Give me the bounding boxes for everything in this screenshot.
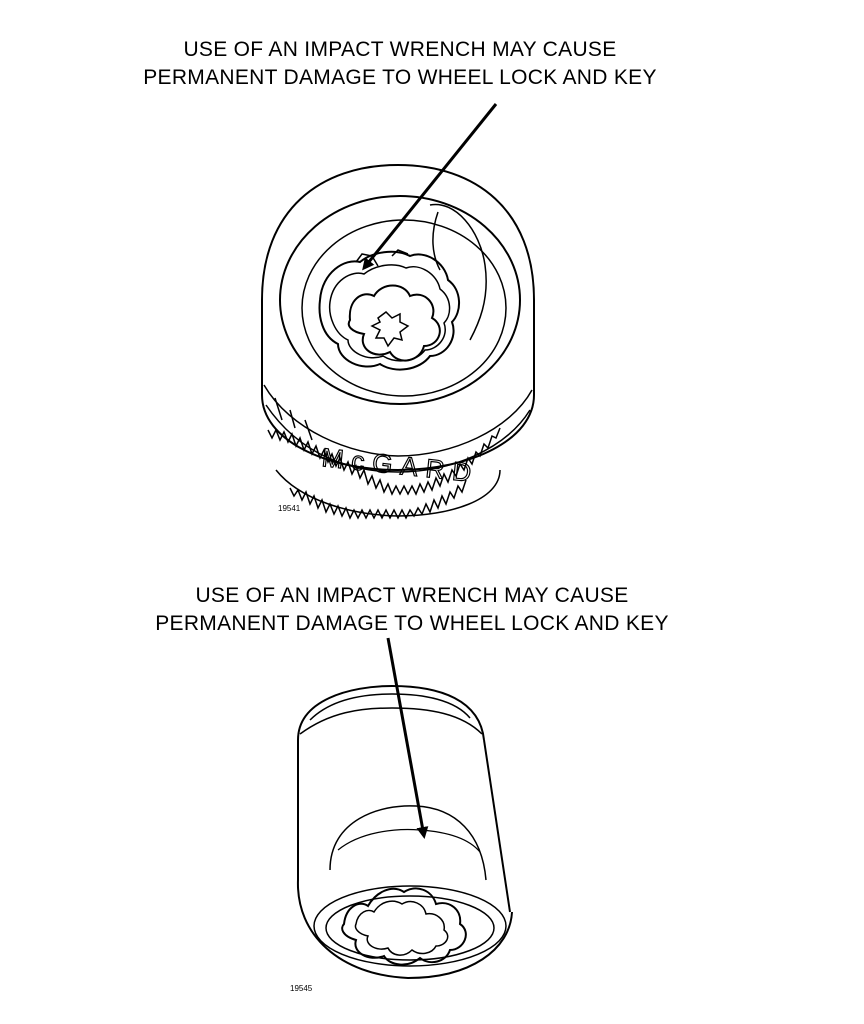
top-key-socket-drawing: McGARD xyxy=(261,163,535,520)
bottom-arrow xyxy=(386,637,429,839)
bottom-figure-id: 19545 xyxy=(290,984,313,993)
bottom-caption-line-2: PERMANENT DAMAGE TO WHEEL LOCK AND KEY xyxy=(155,612,669,635)
top-figure-id: 19541 xyxy=(278,504,301,513)
top-caption-line-2: PERMANENT DAMAGE TO WHEEL LOCK AND KEY xyxy=(143,66,657,89)
bottom-caption-line-1: USE OF AN IMPACT WRENCH MAY CAUSE xyxy=(195,584,629,607)
top-caption-line-1: USE OF AN IMPACT WRENCH MAY CAUSE xyxy=(183,38,617,61)
bottom-warning-caption: USE OF AN IMPACT WRENCH MAY CAUSE PERMAN… xyxy=(0,582,844,638)
engraving-text: McGARD xyxy=(321,442,481,488)
top-warning-caption: USE OF AN IMPACT WRENCH MAY CAUSE PERMAN… xyxy=(0,36,832,92)
top-arrow xyxy=(362,103,498,271)
